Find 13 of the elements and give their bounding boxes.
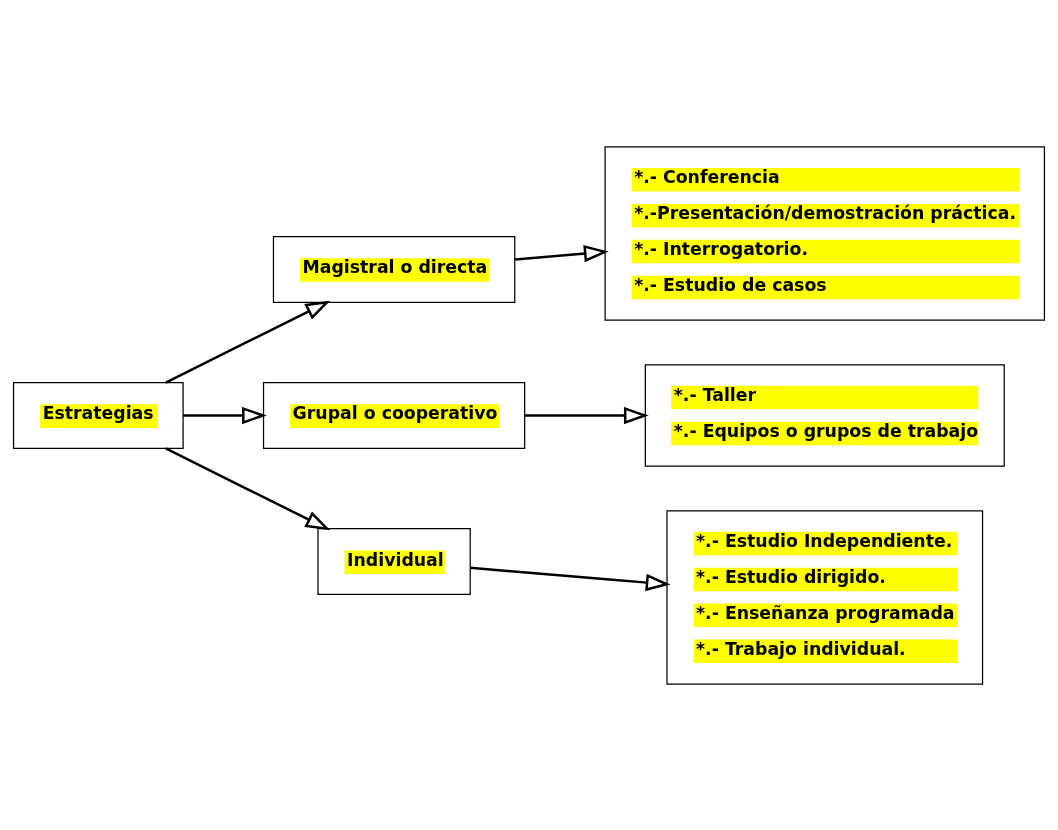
arrow — [183, 406, 267, 424]
arrow — [470, 566, 671, 591]
node-box: *.- Conferencia *.-Presentación/demostración práctica. *.- Interrogatorio. *.- Estudio de casos — [604, 145, 1046, 321]
node-box: Grupal o cooperativo — [262, 381, 526, 449]
arrow — [165, 300, 331, 384]
node-box: *.- Taller *.- Equipos o grupos de trabajo — [644, 363, 1005, 467]
node-box: Individual — [317, 527, 471, 595]
node-box: Magistral o directa — [272, 235, 516, 303]
arrow — [165, 446, 331, 530]
arrow — [525, 406, 649, 424]
node-box: *.- Estudio Independiente. *.- Estudio dirigido. *.- Enseñanza programada *.- Trabajo individual. — [666, 509, 984, 685]
node-box: Estrategias — [12, 381, 184, 449]
arrow — [515, 244, 609, 262]
